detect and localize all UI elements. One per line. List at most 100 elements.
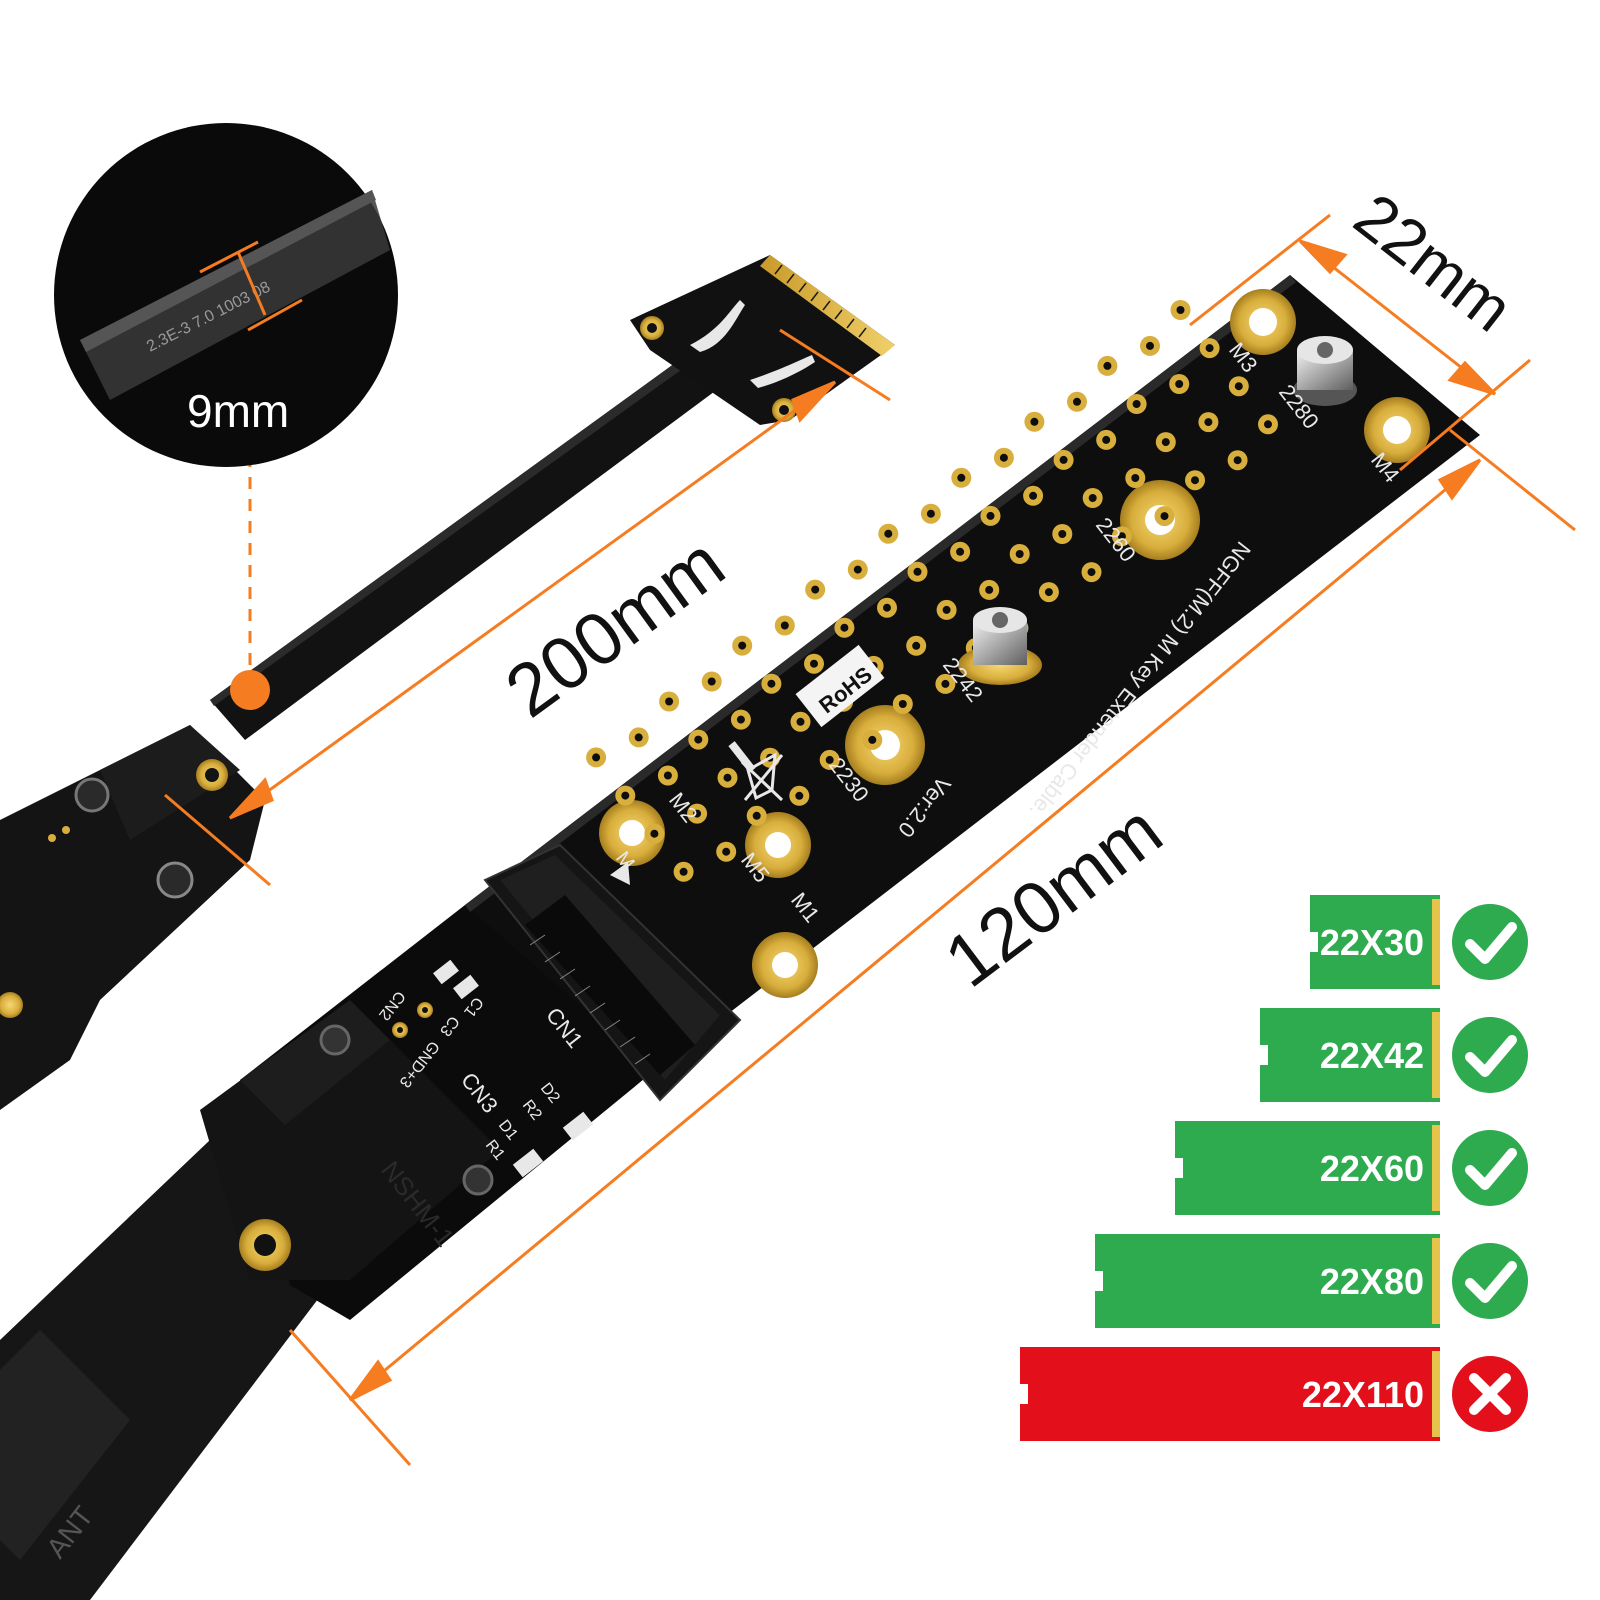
via-drill [1146, 341, 1154, 350]
cable-connector-cn3: NSHM-1 [200, 1000, 500, 1280]
checkmark-glyph [1465, 922, 1517, 964]
via-drill [1264, 420, 1272, 429]
via-drill [811, 585, 820, 594]
via-drill [1233, 456, 1242, 465]
hole-m1 [752, 932, 818, 998]
ssd-size-bar [1020, 1347, 1440, 1441]
dim-label-9mm: 9mm [187, 385, 289, 437]
via-holes [586, 300, 1278, 882]
ssd-size-label: 22X42 [1320, 1035, 1424, 1076]
via-drill [1030, 417, 1039, 426]
via-drill [634, 733, 643, 742]
via-drill [913, 567, 922, 576]
standoff-2280 [1293, 336, 1357, 406]
via-drill [679, 867, 688, 876]
via-drill [1015, 550, 1024, 558]
gold-finger-edge [1432, 899, 1440, 985]
via-drill [767, 679, 776, 688]
via-drill [694, 735, 703, 744]
via-drill [1132, 400, 1141, 408]
arrow-head-icon [791, 380, 837, 423]
ssd-size-bar [1095, 1234, 1440, 1328]
arrow-head-icon [228, 777, 274, 820]
via-drill [898, 700, 907, 708]
compat-row: 22X30 [1310, 895, 1528, 989]
arrow-head-icon [1447, 360, 1497, 396]
via-drill [1204, 418, 1213, 427]
via-drill [1160, 512, 1169, 521]
via-drill [825, 755, 834, 764]
weee-icon [728, 741, 784, 802]
compat-row: 22X42 [1260, 1008, 1528, 1102]
via-drill [722, 847, 731, 856]
via-drill [840, 623, 849, 632]
via-drill [1205, 344, 1214, 353]
via-drill [1087, 568, 1096, 577]
via-drill [1073, 397, 1081, 406]
via-drill [780, 621, 789, 630]
via-drill [1102, 435, 1111, 444]
ssd-size-label: 22X60 [1320, 1148, 1424, 1189]
gold-finger-edge [1432, 1351, 1440, 1437]
via-drill [912, 641, 921, 650]
via-drill [883, 603, 891, 612]
via-drill [663, 771, 672, 780]
hole-m2 [599, 800, 665, 866]
ssd-size-bar [1175, 1121, 1440, 1215]
via-drill [853, 565, 862, 574]
via-drill [650, 829, 659, 838]
via-drill [941, 679, 950, 688]
via-drill [1059, 455, 1068, 464]
cross-glyph [1469, 1373, 1511, 1415]
gold-finger-edge [1432, 1238, 1440, 1324]
dim-label-22mm: 22mm [1341, 179, 1525, 345]
via-drill [1029, 491, 1038, 500]
hole-m4 [1364, 397, 1430, 463]
check-icon [1452, 1243, 1528, 1319]
checkmark-glyph [1465, 1035, 1517, 1077]
via-drill [1103, 361, 1112, 370]
dimension-lines [164, 213, 1576, 1466]
via-drill [796, 717, 805, 726]
check-icon [1452, 1017, 1528, 1093]
via-drill [986, 511, 995, 520]
upper-ribbon-cable [210, 345, 730, 740]
mounting-holes [599, 289, 1430, 998]
via-drill [868, 735, 877, 744]
via-drill [1191, 476, 1199, 485]
via-drill [665, 697, 674, 706]
callout-dot [230, 670, 270, 710]
m2-socket-cn1 [483, 843, 742, 1102]
via-drill [707, 677, 716, 686]
smd-components [392, 959, 594, 1178]
arrow-head-icon [348, 1359, 393, 1402]
via-drill [621, 791, 630, 800]
compat-row: 22X60 [1175, 1121, 1528, 1215]
ssd-size-label: 22X80 [1320, 1261, 1424, 1302]
arrow-head-icon [1298, 239, 1348, 275]
via-drill [956, 547, 965, 556]
dim-label-200mm: 200mm [491, 521, 739, 733]
check-icon [1452, 1130, 1528, 1206]
via-drill [693, 809, 702, 818]
via-drill [1131, 474, 1140, 482]
via-drill [1117, 532, 1126, 541]
via-drill [810, 659, 818, 668]
via-drill [1175, 380, 1184, 388]
via-drill [985, 585, 994, 594]
via-drill [738, 641, 747, 650]
ssd-size-label: 22X110 [1302, 1374, 1424, 1415]
ssd-size-bar [1260, 1008, 1440, 1102]
ssd-size-bar [1310, 895, 1440, 989]
dim-line-120mm [354, 463, 1476, 1397]
hole-m5 [745, 812, 811, 878]
via-drill [884, 529, 893, 538]
checkmark-glyph [1465, 1261, 1517, 1303]
via-drill [1058, 530, 1067, 538]
arrow-head-icon [1437, 458, 1482, 501]
host-adapter-board [0, 725, 265, 1110]
via-drill [1044, 588, 1053, 597]
checkmark-glyph [1465, 1148, 1517, 1190]
via-drill [736, 715, 745, 724]
